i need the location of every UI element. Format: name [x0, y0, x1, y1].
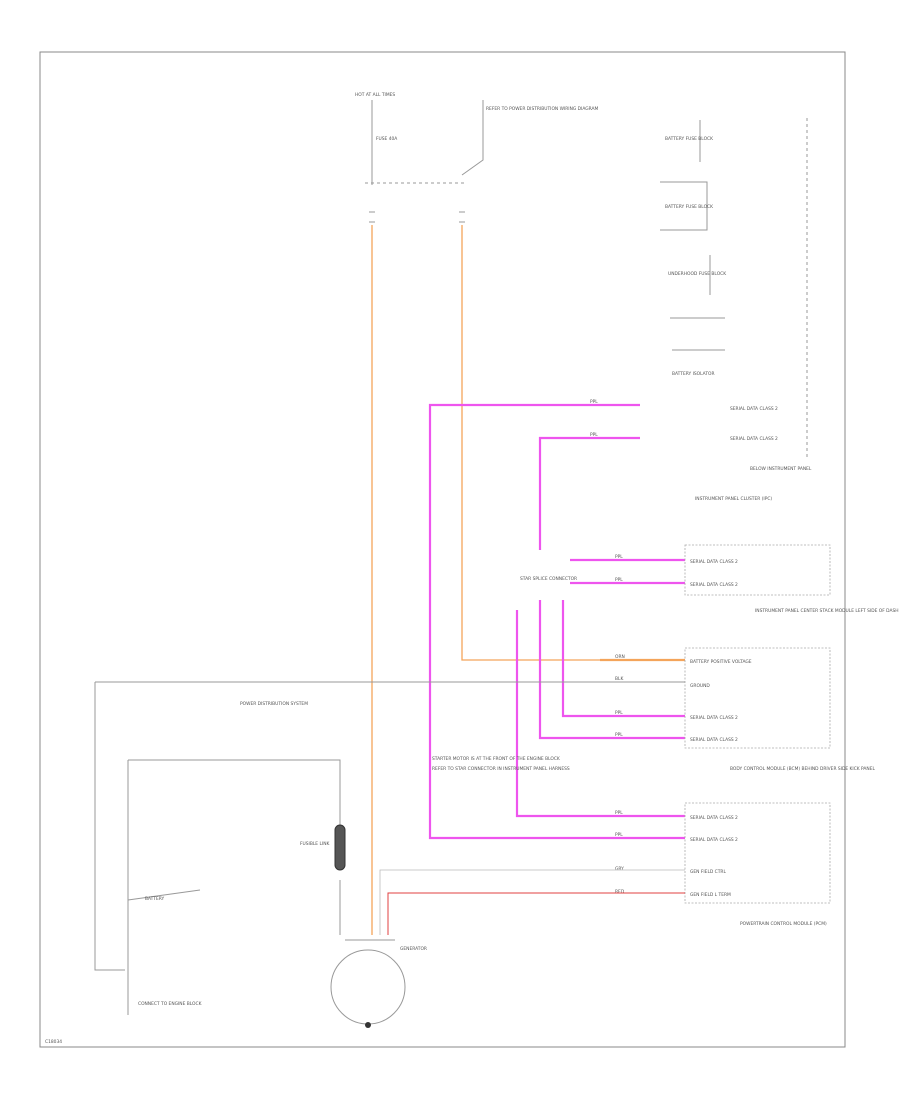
module3-row2: SERIAL DATA CLASS 2 [690, 837, 738, 843]
wire-label-6: BLK [615, 676, 623, 682]
module2-row2: GROUND [690, 683, 710, 689]
footer-ref: C18034 [45, 1039, 62, 1045]
wire-label-3: PPL [615, 554, 623, 560]
gen-field-ctrl-wire [379, 869, 685, 935]
wire-label-12: RED [615, 889, 625, 895]
orange-wire-bcm [461, 225, 600, 661]
module2-name: BODY CONTROL MODULE (BCM) BEHIND DRIVER … [730, 766, 875, 772]
module3-row4: GEN FIELD L TERM [690, 892, 731, 898]
gen-field-l-wire [387, 892, 685, 935]
fuse-label: FUSE 40A [376, 136, 397, 142]
module2-row3: SERIAL DATA CLASS 2 [690, 715, 738, 721]
splice-connector [459, 211, 465, 223]
pink-wire-ipc-2 [538, 436, 640, 550]
module2-row1: BATTERY POSITIVE VOLTAGE [690, 659, 752, 665]
module1-row1: SERIAL DATA CLASS 2 [690, 559, 738, 565]
generator-ground [365, 1022, 371, 1028]
module1-name: INSTRUMENT PANEL CENTER STACK MODULE LEF… [755, 608, 899, 614]
fusible-label: FUSIBLE LINK [300, 841, 329, 847]
legend-box-2 [660, 181, 708, 231]
ground-label: CONNECT TO ENGINE BLOCK [138, 1001, 202, 1007]
fuse-top-label: HOT AT ALL TIMES [355, 92, 395, 98]
legend-battery-isolator: BATTERY ISOLATOR [672, 371, 715, 377]
fusible-link [334, 824, 346, 871]
module3-name: POWERTRAIN CONTROL MODULE (PCM) [740, 921, 827, 927]
ipc-note: BELOW INSTRUMENT PANEL [750, 466, 812, 472]
module2-row4: SERIAL DATA CLASS 2 [690, 737, 738, 743]
ipc-serial-1: SERIAL DATA CLASS 2 [730, 406, 778, 412]
junction-label: STAR SPLICE CONNECTOR [520, 576, 577, 582]
diagram-frame [39, 51, 846, 1048]
module1-row2: SERIAL DATA CLASS 2 [690, 582, 738, 588]
wire-label-5: ORN [615, 654, 625, 660]
splice-top-label: REFER TO POWER DISTRIBUTION WIRING DIAGR… [486, 106, 599, 112]
battery-arrow [127, 889, 201, 901]
wire-label-8: PPL [615, 732, 623, 738]
inline-connector-label: REFER TO STAR CONNECTOR IN INSTRUMENT PA… [432, 766, 570, 772]
generator-symbol [330, 949, 406, 1025]
power-dist-label: POWER DISTRIBUTION SYSTEM [240, 701, 308, 707]
ipc-cluster-label: INSTRUMENT PANEL CLUSTER (IPC) [695, 496, 772, 502]
pink-wire-ipc-1 [428, 403, 685, 840]
legend-battery-fuse-2: BATTERY FUSE BLOCK [665, 204, 713, 210]
wire-label-7: PPL [615, 710, 623, 716]
pink-wire-pcm-1 [515, 610, 685, 818]
wire-label-4: PPL [615, 577, 623, 583]
fuse-connector [369, 211, 375, 223]
battery-label: BATTERY [145, 896, 165, 902]
module3-row1: SERIAL DATA CLASS 2 [690, 815, 738, 821]
ipc-serial-2: SERIAL DATA CLASS 2 [730, 436, 778, 442]
left-ground-loop [94, 682, 125, 971]
center-note: STARTER MOTOR IS AT THE FRONT OF THE ENG… [432, 756, 560, 762]
battery-loop [128, 759, 341, 830]
wire-label-9: PPL [615, 810, 623, 816]
legend-underhood-fuse: UNDERHOOD FUSE BLOCK [668, 271, 726, 277]
legend-battery-fuse-block: BATTERY FUSE BLOCK [665, 136, 713, 142]
wire-label-10: PPL [615, 832, 623, 838]
wire-label-2: PPL [590, 432, 598, 438]
wire-label-11: GRY [615, 866, 624, 872]
module3-row3: GEN FIELD CTRL [690, 869, 726, 875]
module1-box [684, 544, 831, 596]
wire-label-1: PPL [590, 399, 598, 405]
splice-feed-wire [461, 100, 484, 176]
pink-wire-bcm-3 [561, 600, 685, 718]
pink-wire-bcm-4 [538, 600, 685, 740]
generator-label: GENERATOR [400, 946, 427, 952]
